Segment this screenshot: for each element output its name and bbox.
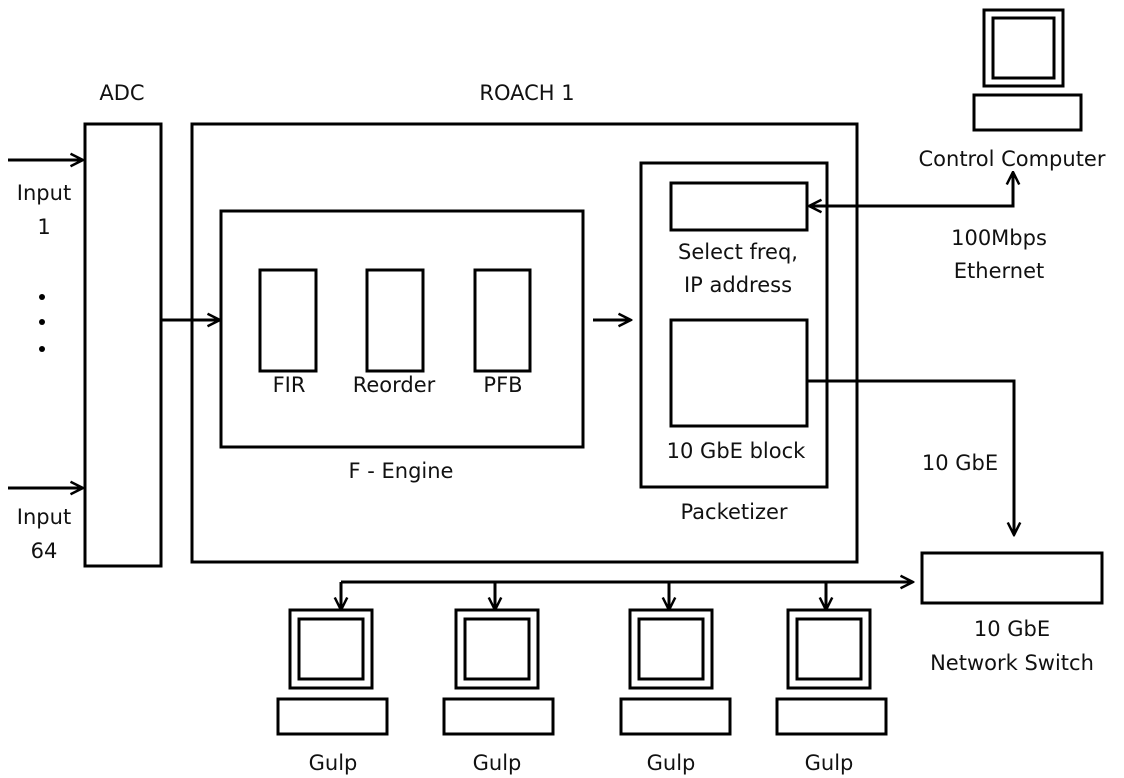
select-freq-label-line1: Select freq, xyxy=(678,240,798,264)
input-1-word: Input xyxy=(17,181,71,205)
pfb-label: PFB xyxy=(483,373,522,397)
select-freq-box xyxy=(669,181,809,232)
input-64-word: Input xyxy=(17,505,71,529)
select-freq-label-line2: IP address xyxy=(684,273,792,297)
ethernet-link-arrow xyxy=(809,172,1013,206)
gulp-label: Gulp xyxy=(473,751,522,775)
gbe-link-label: 10 GbE xyxy=(922,451,998,475)
input-64-number: 64 xyxy=(31,539,58,563)
gulp-label: Gulp xyxy=(647,751,696,775)
gbe-block-label: 10 GbE block xyxy=(667,439,807,463)
gulp-computer-icon xyxy=(775,608,888,736)
pfb-box xyxy=(473,268,532,373)
f-engine-label: F - Engine xyxy=(349,459,454,483)
control-computer-label: Control Computer xyxy=(919,147,1106,171)
gulp-computer-icon xyxy=(276,608,389,736)
fir-box xyxy=(258,268,318,373)
gulp-label: Gulp xyxy=(309,751,358,775)
adc-label: ADC xyxy=(99,81,144,105)
gulp-label: Gulp xyxy=(805,751,854,775)
gbe-block-box xyxy=(669,318,809,428)
adc-box xyxy=(83,122,163,568)
ellipsis-dot xyxy=(39,346,45,352)
reorder-label: Reorder xyxy=(353,373,436,397)
network-switch-label-line2: Network Switch xyxy=(930,651,1094,675)
network-switch-box xyxy=(920,551,1104,605)
network-switch-label-line1: 10 GbE xyxy=(974,617,1050,641)
ellipsis-dot xyxy=(39,294,45,300)
reorder-box xyxy=(365,268,425,373)
gulp-computer-icon xyxy=(619,608,732,736)
ethernet-label-line2: Ethernet xyxy=(954,259,1044,283)
input-1-number: 1 xyxy=(37,215,50,239)
roach-label: ROACH 1 xyxy=(479,81,574,105)
packetizer-label: Packetizer xyxy=(680,500,787,524)
control-computer-icon xyxy=(972,8,1083,132)
gulp-computer-icon xyxy=(442,608,555,736)
fir-label: FIR xyxy=(273,373,306,397)
ellipsis-dot xyxy=(39,319,45,325)
gbe-link-arrow xyxy=(807,379,1014,535)
ethernet-label-line1: 100Mbps xyxy=(951,226,1047,250)
